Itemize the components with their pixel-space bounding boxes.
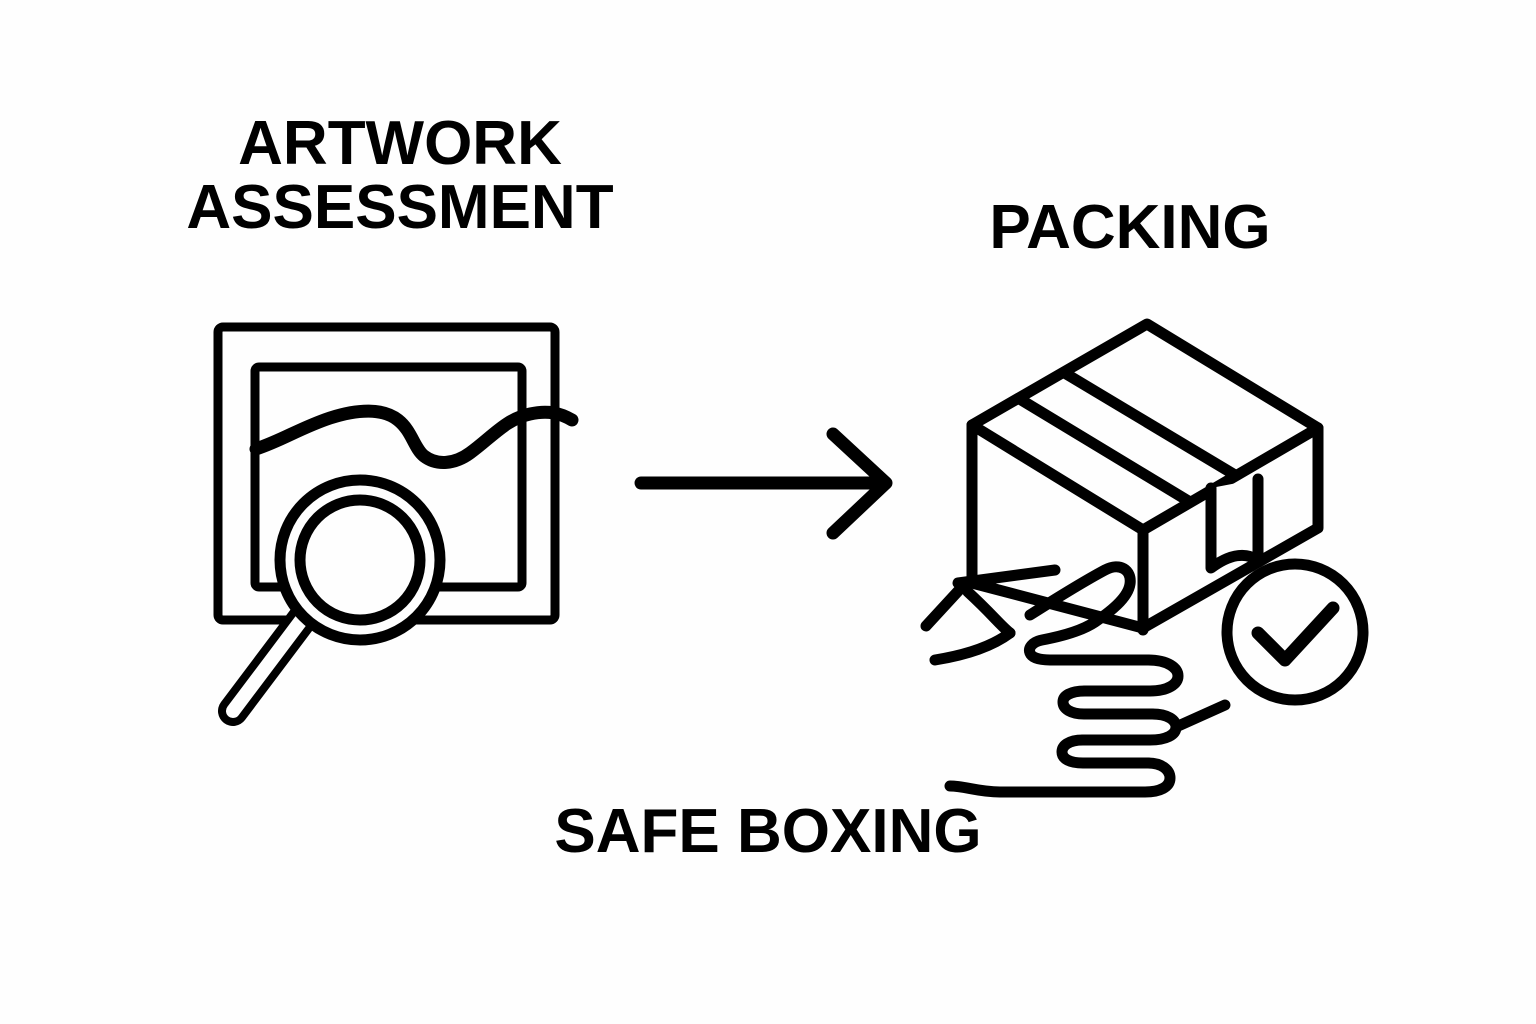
- artwork-landscape-wave: [249, 404, 579, 469]
- far-hand-finger-upper: [920, 582, 967, 632]
- check-mark-icon: [1251, 601, 1340, 667]
- picture-frame-inner-rect: [250, 362, 527, 592]
- check-badge-circle: [1221, 558, 1369, 706]
- caption-safe-boxing: SAFE BOXING: [554, 797, 982, 866]
- near-hand-finger-2: [1057, 685, 1158, 720]
- near-hand-finger-1: [1079, 654, 1184, 697]
- box-top-face: [966, 318, 1324, 536]
- far-hand-knuckle-line: [952, 564, 1061, 589]
- box-tape-stripe-1: [1015, 393, 1193, 507]
- box-tape-tab: [1205, 473, 1264, 574]
- near-hand-finger-3: [1077, 708, 1182, 746]
- magnifier-lens-ring: [294, 494, 426, 626]
- step-label-artwork-assessment: ARTWORK ASSESSMENT: [186, 109, 614, 242]
- magnifier-handle-inner: [226, 607, 313, 718]
- arrow-head: [826, 427, 893, 540]
- far-hand-finger-lower: [929, 627, 1016, 666]
- magnifier-handle-fill: [218, 599, 321, 726]
- box-left-face: [966, 419, 1149, 634]
- near-hand-thumb-outline: [1024, 561, 1154, 666]
- magnifier-outer-ring: [274, 474, 446, 646]
- far-hand-finger-mid: [962, 586, 1016, 639]
- picture-frame-outer-rect: [213, 322, 560, 625]
- near-hand-finger-4: [1056, 734, 1154, 769]
- step-label-packing: PACKING: [989, 193, 1271, 262]
- near-hand-wrist-line: [944, 757, 1176, 798]
- box-right-face: [1137, 422, 1324, 634]
- near-hand-back-line: [1170, 699, 1231, 733]
- box-tape-stripe-2: [1060, 367, 1238, 480]
